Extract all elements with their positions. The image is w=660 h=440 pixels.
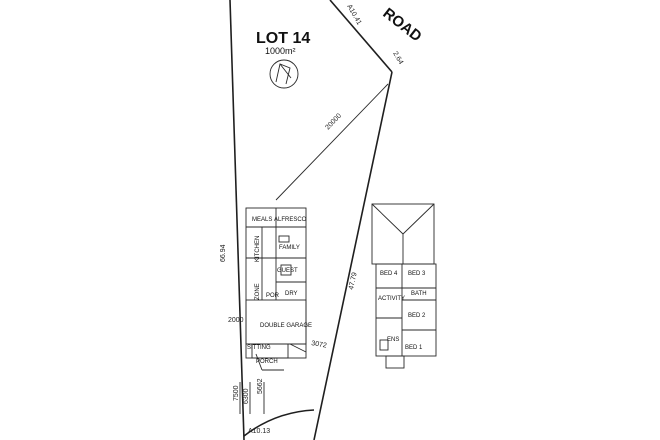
lot-title: LOT 14 [256,30,310,47]
room-bed-3: BED 3 [408,271,426,277]
lot-boundary [229,0,393,440]
room-family: FAMILY [279,245,300,251]
road-boundary-line [329,0,393,73]
room-bed-1: BED 1 [405,345,423,351]
top-right-dim: 2.64 [391,51,404,66]
garage-side-dim: 2000 [228,317,244,324]
left-boundary-dim: 66.94 [220,244,227,262]
setback-mid-dim: 6300 [243,388,250,404]
room-bed-4: BED 4 [380,271,398,277]
room-porch-small: POR [266,293,280,299]
room-sitting: SITTING [247,345,271,351]
room-zone: ZONE [255,283,261,300]
room-porch: PORCH [256,359,278,365]
room-bath: BATH [411,291,427,297]
bottom-frontage-dim: A10.13 [248,428,270,435]
diagonal-dimension: 20000 [275,83,389,201]
frontage-top-dim: A10.41 [345,4,362,27]
garage-right-dim: 3072 [311,340,328,350]
right-boundary-dim: 47.79 [348,272,359,291]
bottom-frontage-curve [243,409,315,437]
room-kitchen: KITCHEN [255,236,261,262]
setback-dimensions: 7500 6300 5662 2000 3072 [228,317,327,414]
right-boundary-line [313,71,393,440]
lot-area: 1000m² [265,46,296,56]
room-ens: ENS [387,337,399,343]
room-activity: ACTIVITY [378,296,405,302]
setback-right-dim: 5662 [257,378,264,394]
room-alfresco: ALFRESCO [274,217,307,223]
north-arrow-icon [269,59,299,89]
ground-floor-plan: MEALS ALFRESCO FAMILY KITCHEN GUEST POR … [245,207,312,371]
room-guest: GUEST [277,268,298,274]
setback-left-dim: 7500 [233,385,240,401]
left-boundary-line [229,0,245,440]
room-double-garage: DOUBLE GARAGE [260,323,312,329]
upper-floor-plan: BED 4 BED 3 BATH ACTIVITY BED 2 ENS BED … [371,203,437,369]
diagonal-dim-label: 20000 [324,112,343,131]
room-dry: DRY [285,291,298,297]
road-name: ROAD [380,5,425,46]
room-meals: MEALS [252,217,272,223]
room-bed-2: BED 2 [408,313,426,319]
